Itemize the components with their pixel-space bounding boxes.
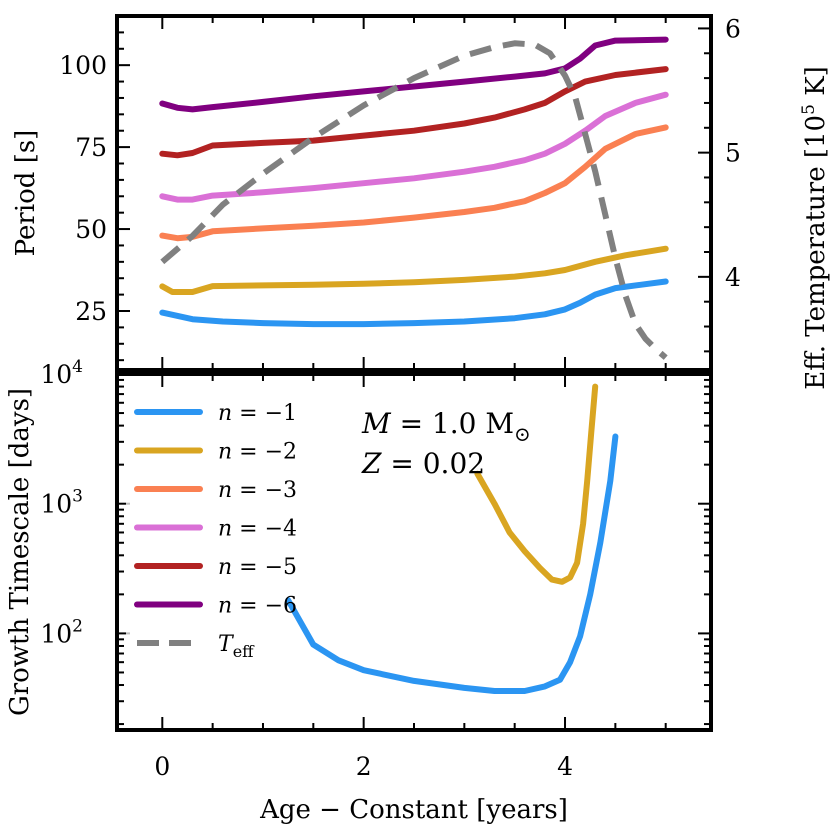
- series-line-n2: [159, 245, 669, 295]
- x-tick-label: 2: [356, 752, 372, 781]
- legend: n = −1 n = −2 n = −3 n = −4 n = −5 n = −6 Teff: [126, 388, 297, 661]
- annotation-0: M = 1.0 M⊙: [361, 407, 531, 446]
- legend-label-teff: Teff: [218, 632, 255, 661]
- legend-label-n5: n = −5: [218, 555, 297, 580]
- series-line-teff: [160, 40, 668, 360]
- legend-label-n2: n = −2: [218, 440, 297, 465]
- legend-label-n1: n = −1: [218, 401, 297, 426]
- right-y-axis-label: Eff. Temperature [105 K]: [799, 66, 831, 390]
- legend-box: [126, 388, 274, 660]
- series-line-n6: [159, 36, 669, 113]
- growth-timescale-panel: 102 103 104 M = 1.0 M⊙Z = 0.02: [40, 357, 713, 732]
- legend-label-n3: n = −3: [218, 478, 297, 503]
- right-y-tick-label: 5: [725, 139, 741, 168]
- right-y-tick-label: 4: [725, 263, 741, 292]
- series-line-n4: [159, 91, 669, 203]
- x-tick-label: 0: [154, 752, 170, 781]
- legend-label-n4: n = −4: [218, 517, 297, 542]
- series-line-n1: [285, 433, 619, 694]
- series-line-n5: [159, 66, 669, 159]
- bottom-y-tick-label: 103: [40, 487, 83, 519]
- left-y-tick-label: 75: [75, 133, 107, 162]
- annotation-1: Z = 0.02: [361, 447, 485, 480]
- legend-label-n6: n = −6: [218, 594, 297, 619]
- bottom-y-tick-label: 102: [40, 616, 83, 648]
- bottom-y-tick-label: 104: [40, 357, 83, 389]
- top-panel-frame: [115, 14, 713, 372]
- series-line-n3: [159, 124, 669, 242]
- top-y-axis-label: Period [s]: [11, 130, 41, 257]
- right-y-tick-label: 6: [725, 14, 741, 43]
- series-line-n2: [474, 383, 599, 585]
- x-axis-label: Age − Constant [years]: [259, 795, 568, 825]
- period-panel: 25 50 75 100 4 5 6: [59, 14, 741, 372]
- series-line-n1: [159, 278, 669, 328]
- x-tick-label: 4: [557, 752, 573, 781]
- bottom-panel-frame: [115, 372, 713, 732]
- left-y-tick-label: 25: [75, 297, 107, 326]
- bottom-y-axis-label: Growth Timescale [days]: [5, 388, 35, 716]
- left-y-tick-label: 100: [59, 51, 107, 80]
- left-y-tick-label: 50: [75, 215, 107, 244]
